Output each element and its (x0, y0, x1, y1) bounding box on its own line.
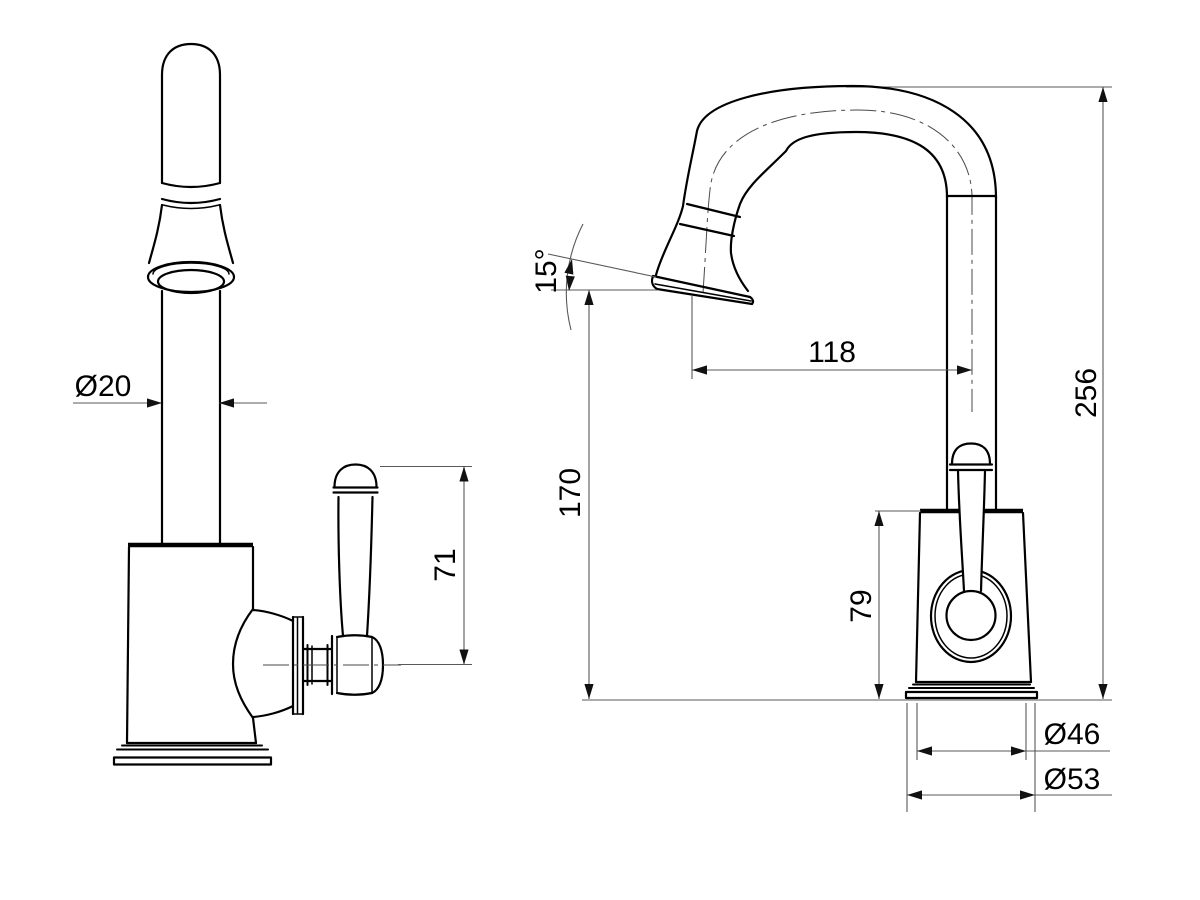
gooseneck-spout-side (650, 84, 998, 511)
lever-stem-fill (957, 470, 986, 591)
outlet-fillet-curve (231, 607, 255, 720)
dim-label-outlet-height: 170 (554, 468, 587, 518)
arrowhead (459, 649, 469, 665)
left-view: Ø20 71 (73, 42, 472, 766)
arrowhead (874, 684, 884, 699)
spout-centerline (702, 109, 973, 412)
spout-ring-band-bottom (160, 197, 222, 205)
dim-base-diameter: Ø53 (906, 703, 1112, 812)
spout-bell-left-edge (147, 203, 164, 265)
dim-label-handle-height: 71 (429, 548, 462, 581)
hub-barrel-top (335, 634, 374, 639)
body-right-side (1021, 511, 1033, 684)
arrowhead (564, 259, 574, 275)
dim-body-height: 79 (845, 510, 921, 699)
right-view: 15° 170 118 256 79 (530, 84, 1112, 812)
spout-ring-band-1 (685, 202, 742, 219)
arrowhead (219, 398, 234, 408)
dim-label-spout-reach: 118 (808, 336, 856, 369)
arrowhead (917, 746, 932, 756)
arrowhead (907, 790, 922, 800)
arrowhead (1020, 790, 1035, 800)
base-plinth-band (112, 756, 273, 766)
body-left-side (914, 511, 922, 684)
spout-bell-joint-line (162, 204, 220, 210)
spout-bell-right-edge (218, 203, 235, 265)
dim-label-body-height: 79 (845, 589, 878, 622)
lever-stem-right (979, 469, 987, 593)
rim-right-cap (748, 295, 755, 306)
spout-ring-band-top (160, 181, 222, 189)
spout-front (146, 42, 236, 545)
rim-top-line (651, 274, 752, 299)
lever-cap-dome (333, 463, 378, 489)
dim-outlet-height: 170 (554, 290, 594, 699)
rim-mid-line (654, 283, 752, 302)
arrowhead (584, 290, 594, 305)
valve-button (945, 589, 997, 642)
dim-handle-height: 71 (380, 465, 472, 666)
arrowhead (1098, 684, 1108, 699)
body-front (112, 542, 273, 766)
spout-outer-curve (654, 84, 998, 277)
lever-cap-dome (950, 442, 992, 466)
valve-outlet-front (231, 607, 334, 720)
arrowhead (565, 275, 575, 291)
rim-left-cap (650, 274, 659, 291)
spout-inner-curve (729, 130, 949, 293)
lever-stem-left (956, 469, 966, 593)
arrowhead (692, 365, 707, 375)
spout-tube-upper-outline (160, 42, 222, 185)
arrowhead (459, 466, 469, 482)
dim-label-body-diameter: Ø46 (1044, 718, 1101, 751)
body-left-side (125, 545, 131, 745)
angle-inclined-line (547, 253, 657, 278)
dim-spout-reach: 118 (691, 296, 972, 379)
hub-barrel-bottom (335, 691, 374, 696)
dim-label-total-height: 256 (1070, 368, 1103, 418)
lever-stem-left (337, 495, 345, 638)
spout-ring-band-2 (678, 222, 736, 238)
reference-lines (582, 86, 1112, 701)
dim-body-diameter: Ø46 (916, 703, 1110, 760)
outlet-dome-top (251, 608, 295, 623)
dim-label-base-diameter: Ø53 (1044, 763, 1101, 796)
rim-bottom-line (655, 287, 754, 306)
arrowhead (874, 511, 884, 526)
arrowhead (584, 684, 594, 699)
lever-stem-right (365, 495, 374, 638)
arrowhead (1098, 87, 1108, 102)
handle-front (263, 463, 401, 696)
arrowhead (147, 398, 162, 408)
arrowhead (957, 365, 972, 375)
dim-label-spout-diameter: Ø20 (75, 370, 132, 403)
outlet-dome-bottom (251, 704, 295, 719)
handle-side (945, 442, 997, 642)
dim-spout-angle: 15° (530, 223, 657, 331)
spout-outlet-rim-inner-arc (152, 262, 230, 275)
dim-label-spout-angle: 15° (530, 248, 563, 293)
dim-spout-diameter: Ø20 (73, 370, 267, 408)
base-plinth-band (904, 690, 1039, 700)
body-right-side-lower (251, 716, 258, 745)
arrowhead (1011, 746, 1026, 756)
spout-aerator-ellipse (156, 268, 226, 295)
dim-total-height: 256 (1070, 87, 1108, 699)
